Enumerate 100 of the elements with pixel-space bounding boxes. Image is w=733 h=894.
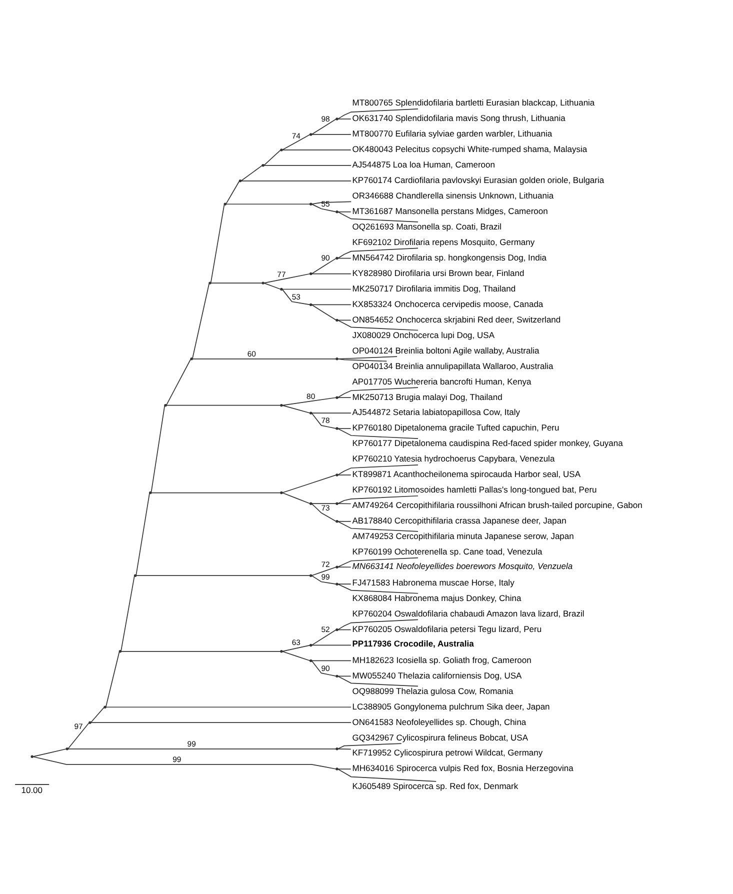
edge-label: 74: [292, 130, 300, 140]
node-text: AJ544875 Loa loa Human, Cameroon: [352, 159, 495, 170]
node-text: AB178840 Cercopithifilaria crassa Japanese deer, Japan: [352, 515, 566, 526]
connector: [282, 492, 310, 504]
connector: [338, 502, 352, 504]
connector: [338, 474, 352, 475]
node-text: AJ544872 Setaria labiatopapillosa Cow, Italy: [352, 406, 520, 417]
node-text: OP040134 Breinlia annulipapillata Wallaroo, Australia: [352, 360, 554, 370]
edge-label: 72: [321, 560, 330, 569]
node-text: KP760192 Litomosoides hamletti Pallas's long-tongued bat, Peru: [352, 484, 597, 494]
connector: [338, 583, 418, 594]
connector: [151, 492, 281, 493]
node-text: MH182623 Icosiella sp. Goliath frog, Cameroon: [352, 654, 532, 664]
connector: [338, 742, 402, 749]
node-point: [310, 502, 312, 504]
edge-label: 99: [187, 739, 196, 748]
connector: [338, 428, 418, 439]
connector: [166, 358, 192, 405]
node-point: [336, 628, 338, 631]
connector: [338, 618, 418, 630]
edge-label: 97: [74, 721, 83, 730]
connector: [338, 396, 352, 398]
node-text: GQ342967 Cylicospirura felineus Bobcat, USA: [352, 732, 528, 742]
node-point: [224, 202, 226, 205]
edge-label: 99: [321, 572, 330, 581]
node-text: KP760174 Cardiofilaria pavlovskyi Eurasian golden oriole, Bulgaria: [352, 174, 604, 185]
connector: [226, 180, 240, 204]
connector: [338, 118, 352, 119]
node-point: [66, 747, 68, 750]
node-text: AM749264 Cercopithifilaria roussilhoni African brush-tailed porcupine, Gabon: [352, 500, 642, 510]
node-text: OK480043 Pelecitus copsychi White-rumped shama, Malaysia: [352, 144, 588, 154]
connector: [136, 492, 150, 575]
connector: [311, 502, 336, 504]
node-point: [280, 490, 283, 494]
connector: [226, 203, 310, 204]
connector: [282, 474, 336, 493]
node-point: [336, 426, 338, 430]
edge-label: 78: [321, 416, 330, 425]
connector: [338, 556, 418, 567]
connector: [338, 319, 418, 330]
node-point: [262, 281, 264, 284]
node-point: [336, 502, 338, 504]
node-point: [88, 720, 92, 724]
connector: [338, 748, 352, 750]
node-text: KP760177 Dipetalonema caudispina Red-faced spider monkey, Guyana: [352, 438, 623, 448]
node-text: KF719952 Cylicospirura petrowi Wildcat, Germany: [352, 747, 543, 758]
node-point: [336, 210, 338, 213]
connector: [338, 464, 418, 475]
label: 10.00: [21, 784, 43, 794]
connector: [282, 288, 310, 305]
node-point: [310, 302, 312, 306]
node-text: MT800770 Eufilaria sylviae garden warbler, Lithuania: [352, 128, 552, 138]
node-point: [149, 490, 152, 494]
connector: [338, 768, 352, 769]
node-point: [336, 582, 338, 585]
node-point: [310, 658, 312, 662]
connector: [312, 503, 336, 522]
connector: [106, 706, 352, 708]
node-point: [336, 520, 338, 522]
connector: [338, 520, 352, 522]
connector: [68, 722, 90, 749]
node-text: KX868084 Habronema majus Donkey, China: [352, 592, 522, 602]
connector: [311, 660, 336, 676]
node-point: [30, 754, 34, 758]
connector: [338, 628, 352, 630]
node-point: [262, 164, 264, 166]
connector: [282, 396, 336, 406]
node-text: KT899871 Acanthocheilonema spirocauda Harbor seal, USA: [352, 468, 581, 479]
connector: [282, 288, 352, 290]
connector: [264, 164, 352, 166]
connector: [120, 650, 281, 652]
node-point: [134, 574, 137, 576]
connector: [192, 358, 336, 359]
connector: [240, 180, 352, 181]
edge-label: 98: [321, 114, 330, 123]
connector: [120, 575, 135, 651]
node-point: [336, 396, 338, 398]
edge-label: 90: [321, 663, 330, 672]
connector: [311, 118, 336, 134]
node-text: MW055240 Thelazia californiensis Dog, USA: [352, 670, 522, 680]
node-text: KP760180 Dipetalonema gracile Tufted capuchin, Peru: [352, 422, 560, 432]
node-point: [280, 148, 283, 151]
node-point: [104, 705, 106, 708]
connector: [338, 257, 352, 258]
node-point: [310, 574, 312, 576]
node-point: [310, 272, 312, 275]
node-text: AP017705 Wuchereria bancrofti Human, Kenya: [352, 376, 532, 386]
node-point: [208, 281, 212, 284]
node-text: MT800765 Splendidofilaria bartletti Eurasian blackcap, Lithuania: [352, 97, 595, 108]
connector: [282, 149, 352, 150]
edge-label: 60: [247, 349, 256, 358]
node-point: [336, 473, 338, 476]
edge-label: 73: [321, 503, 330, 512]
connector: [210, 282, 262, 283]
node-point: [336, 767, 338, 770]
connector: [90, 722, 352, 723]
connector: [338, 358, 388, 362]
node-text: ON641583 Neofoleyellides sp. Chough, China: [352, 716, 526, 726]
connector: [106, 651, 120, 706]
node-point: [336, 565, 338, 568]
